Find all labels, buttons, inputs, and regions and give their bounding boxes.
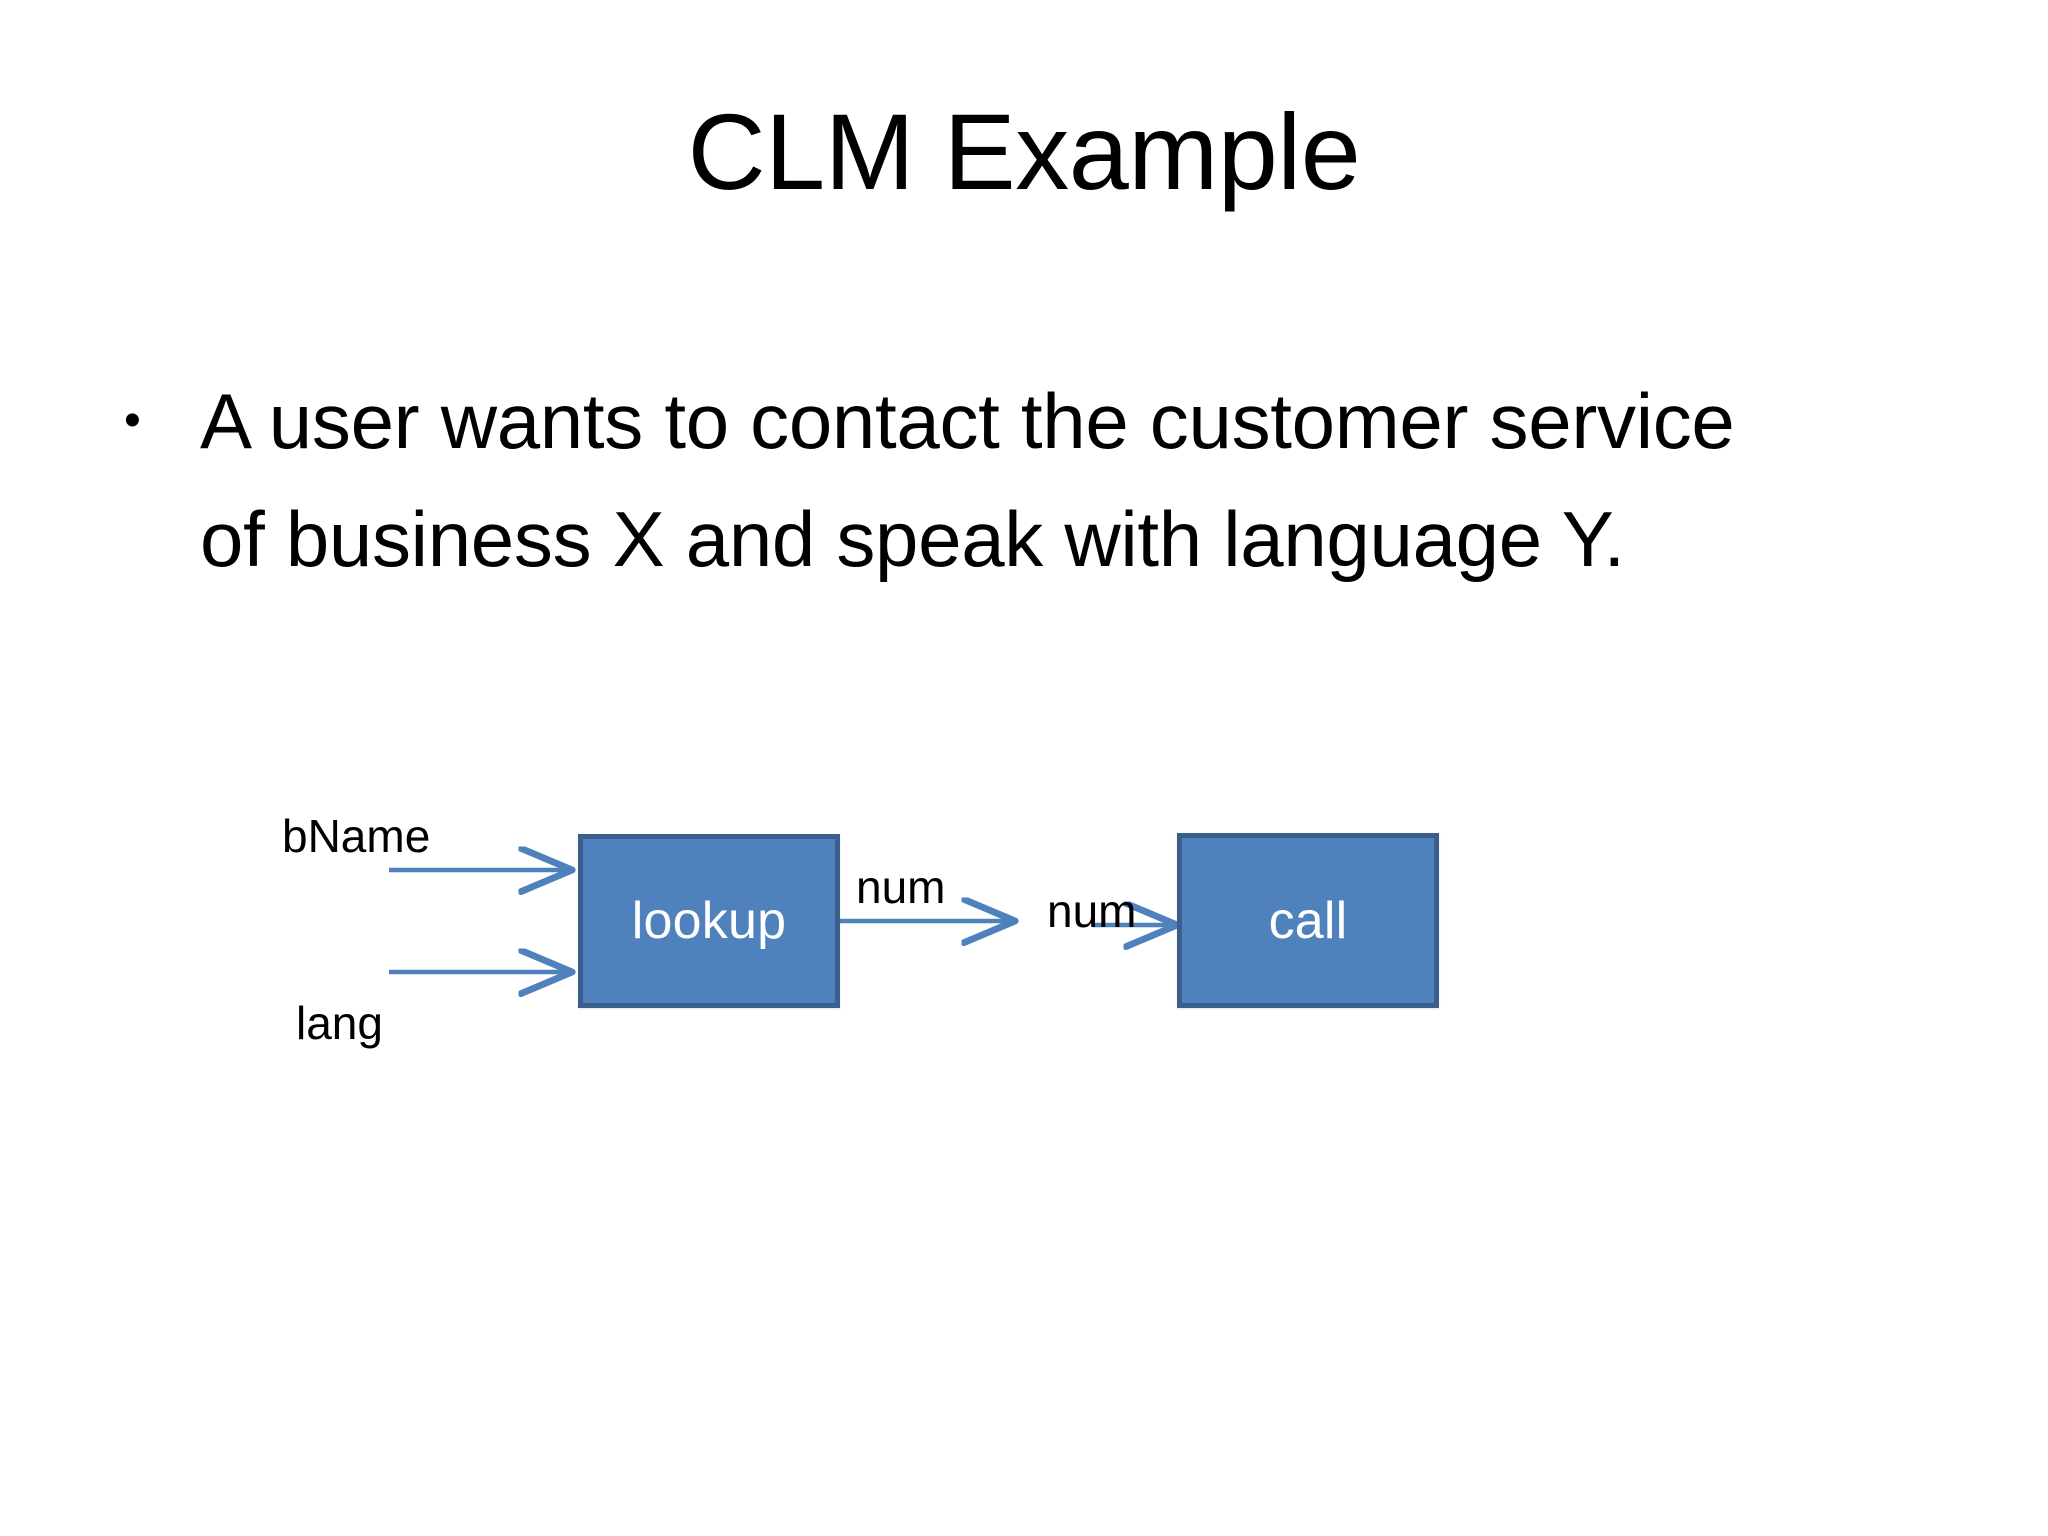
diagram-node-call-label: call bbox=[1268, 891, 1348, 950]
diagram-node-lookup-label: lookup bbox=[631, 892, 787, 950]
body-text-block: • A user wants to contact the customer s… bbox=[118, 362, 1978, 598]
list-item-text-line-2: of business X and speak with language Y. bbox=[200, 495, 1625, 583]
bullet-marker-icon: • bbox=[124, 394, 141, 447]
edge-label-lang: lang bbox=[296, 997, 383, 1049]
list-item: • A user wants to contact the customer s… bbox=[118, 362, 1978, 598]
list-item-text-line-1: A user wants to contact the customer ser… bbox=[200, 377, 1735, 465]
diagram-node-call[interactable]: call bbox=[1177, 833, 1439, 1008]
edge-label-num-output: num bbox=[856, 861, 946, 913]
list-item-text: A user wants to contact the customer ser… bbox=[200, 362, 1978, 598]
edge-label-bname: bName bbox=[282, 810, 431, 862]
edge-label-num-input: num bbox=[1047, 885, 1137, 937]
diagram-node-lookup[interactable]: lookup bbox=[578, 834, 840, 1008]
page-title: CLM Example bbox=[687, 91, 1361, 212]
